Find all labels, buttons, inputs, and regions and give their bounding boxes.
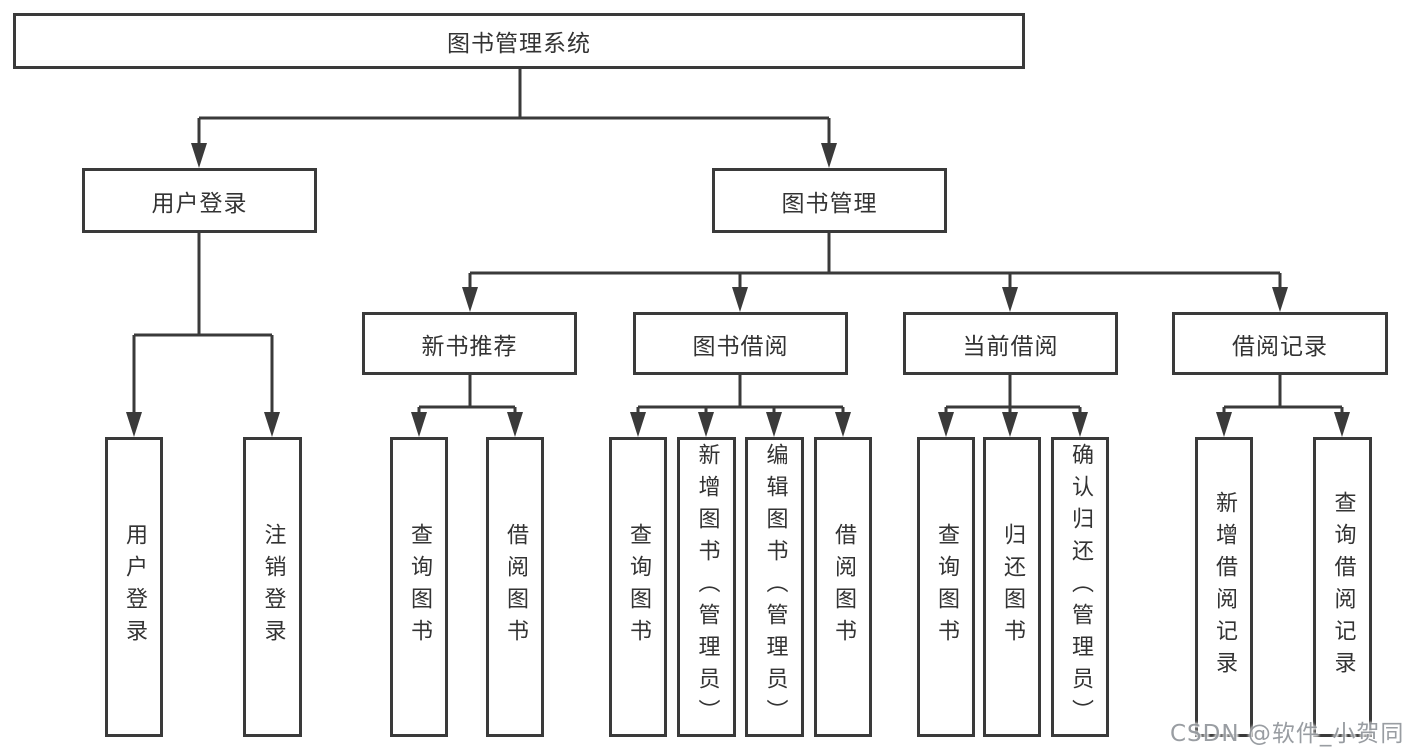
leaf-logout: 注销登录 — [243, 437, 302, 737]
leaf-query-book-current-label: 查询图书 — [934, 523, 959, 651]
tree-edges — [132, 69, 1344, 414]
leaf-confirm-return-admin-label: 确认归还（管理员） — [1068, 443, 1093, 731]
watermark: CSDN @软件_小贺同学 — [1170, 721, 1405, 747]
node-current-borrow: 当前借阅 — [903, 312, 1118, 375]
leaf-edit-book-admin-label: 编辑图书（管理员） — [762, 443, 788, 731]
leaf-confirm-return-admin: 确认归还（管理员） — [1051, 437, 1109, 737]
node-user-login: 用户登录 — [82, 168, 317, 233]
leaf-query-borrow-record: 查询借阅记录 — [1313, 437, 1372, 737]
leaf-return-book-label: 归还图书 — [1000, 523, 1025, 651]
leaf-borrow-book-label: 借阅图书 — [831, 523, 856, 651]
leaf-add-borrow-record: 新增借阅记录 — [1195, 437, 1253, 737]
leaf-add-borrow-record-label: 新增借阅记录 — [1212, 491, 1237, 683]
node-borrow-record-label: 借阅记录 — [1232, 333, 1328, 360]
node-root: 图书管理系统 — [13, 13, 1025, 69]
node-borrow-record: 借阅记录 — [1172, 312, 1388, 375]
leaf-logout-label: 注销登录 — [260, 523, 286, 651]
node-new-book-recommend: 新书推荐 — [362, 312, 577, 375]
node-book-borrow-label: 图书借阅 — [692, 333, 789, 360]
leaf-user-login-label: 用户登录 — [122, 523, 147, 651]
leaf-query-book-recommend: 查询图书 — [390, 437, 448, 737]
node-book-management: 图书管理 — [712, 168, 947, 233]
arrow-heads — [126, 143, 1350, 437]
node-current-borrow-label: 当前借阅 — [962, 333, 1059, 360]
leaf-query-book-borrow-label: 查询图书 — [626, 523, 651, 651]
node-user-login-label: 用户登录 — [151, 190, 248, 217]
leaf-user-login: 用户登录 — [105, 437, 163, 737]
leaf-edit-book-admin: 编辑图书（管理员） — [745, 437, 804, 737]
node-root-label: 图书管理系统 — [447, 31, 591, 57]
node-book-borrow: 图书借阅 — [633, 312, 848, 375]
leaf-borrow-book-recommend: 借阅图书 — [486, 437, 544, 737]
leaf-borrow-book-recommend-label: 借阅图书 — [503, 523, 528, 651]
leaf-query-borrow-record-label: 查询借阅记录 — [1330, 491, 1356, 683]
leaf-query-book-current: 查询图书 — [917, 437, 975, 737]
leaf-add-book-admin-label: 新增图书（管理员） — [694, 443, 720, 731]
leaf-borrow-book: 借阅图书 — [814, 437, 872, 737]
node-book-management-label: 图书管理 — [781, 190, 878, 217]
leaf-query-book-borrow: 查询图书 — [609, 437, 667, 737]
leaf-return-book: 归还图书 — [983, 437, 1041, 737]
node-new-book-recommend-label: 新书推荐 — [421, 333, 518, 360]
leaf-query-book-recommend-label: 查询图书 — [407, 523, 432, 651]
leaf-add-book-admin: 新增图书（管理员） — [677, 437, 736, 737]
